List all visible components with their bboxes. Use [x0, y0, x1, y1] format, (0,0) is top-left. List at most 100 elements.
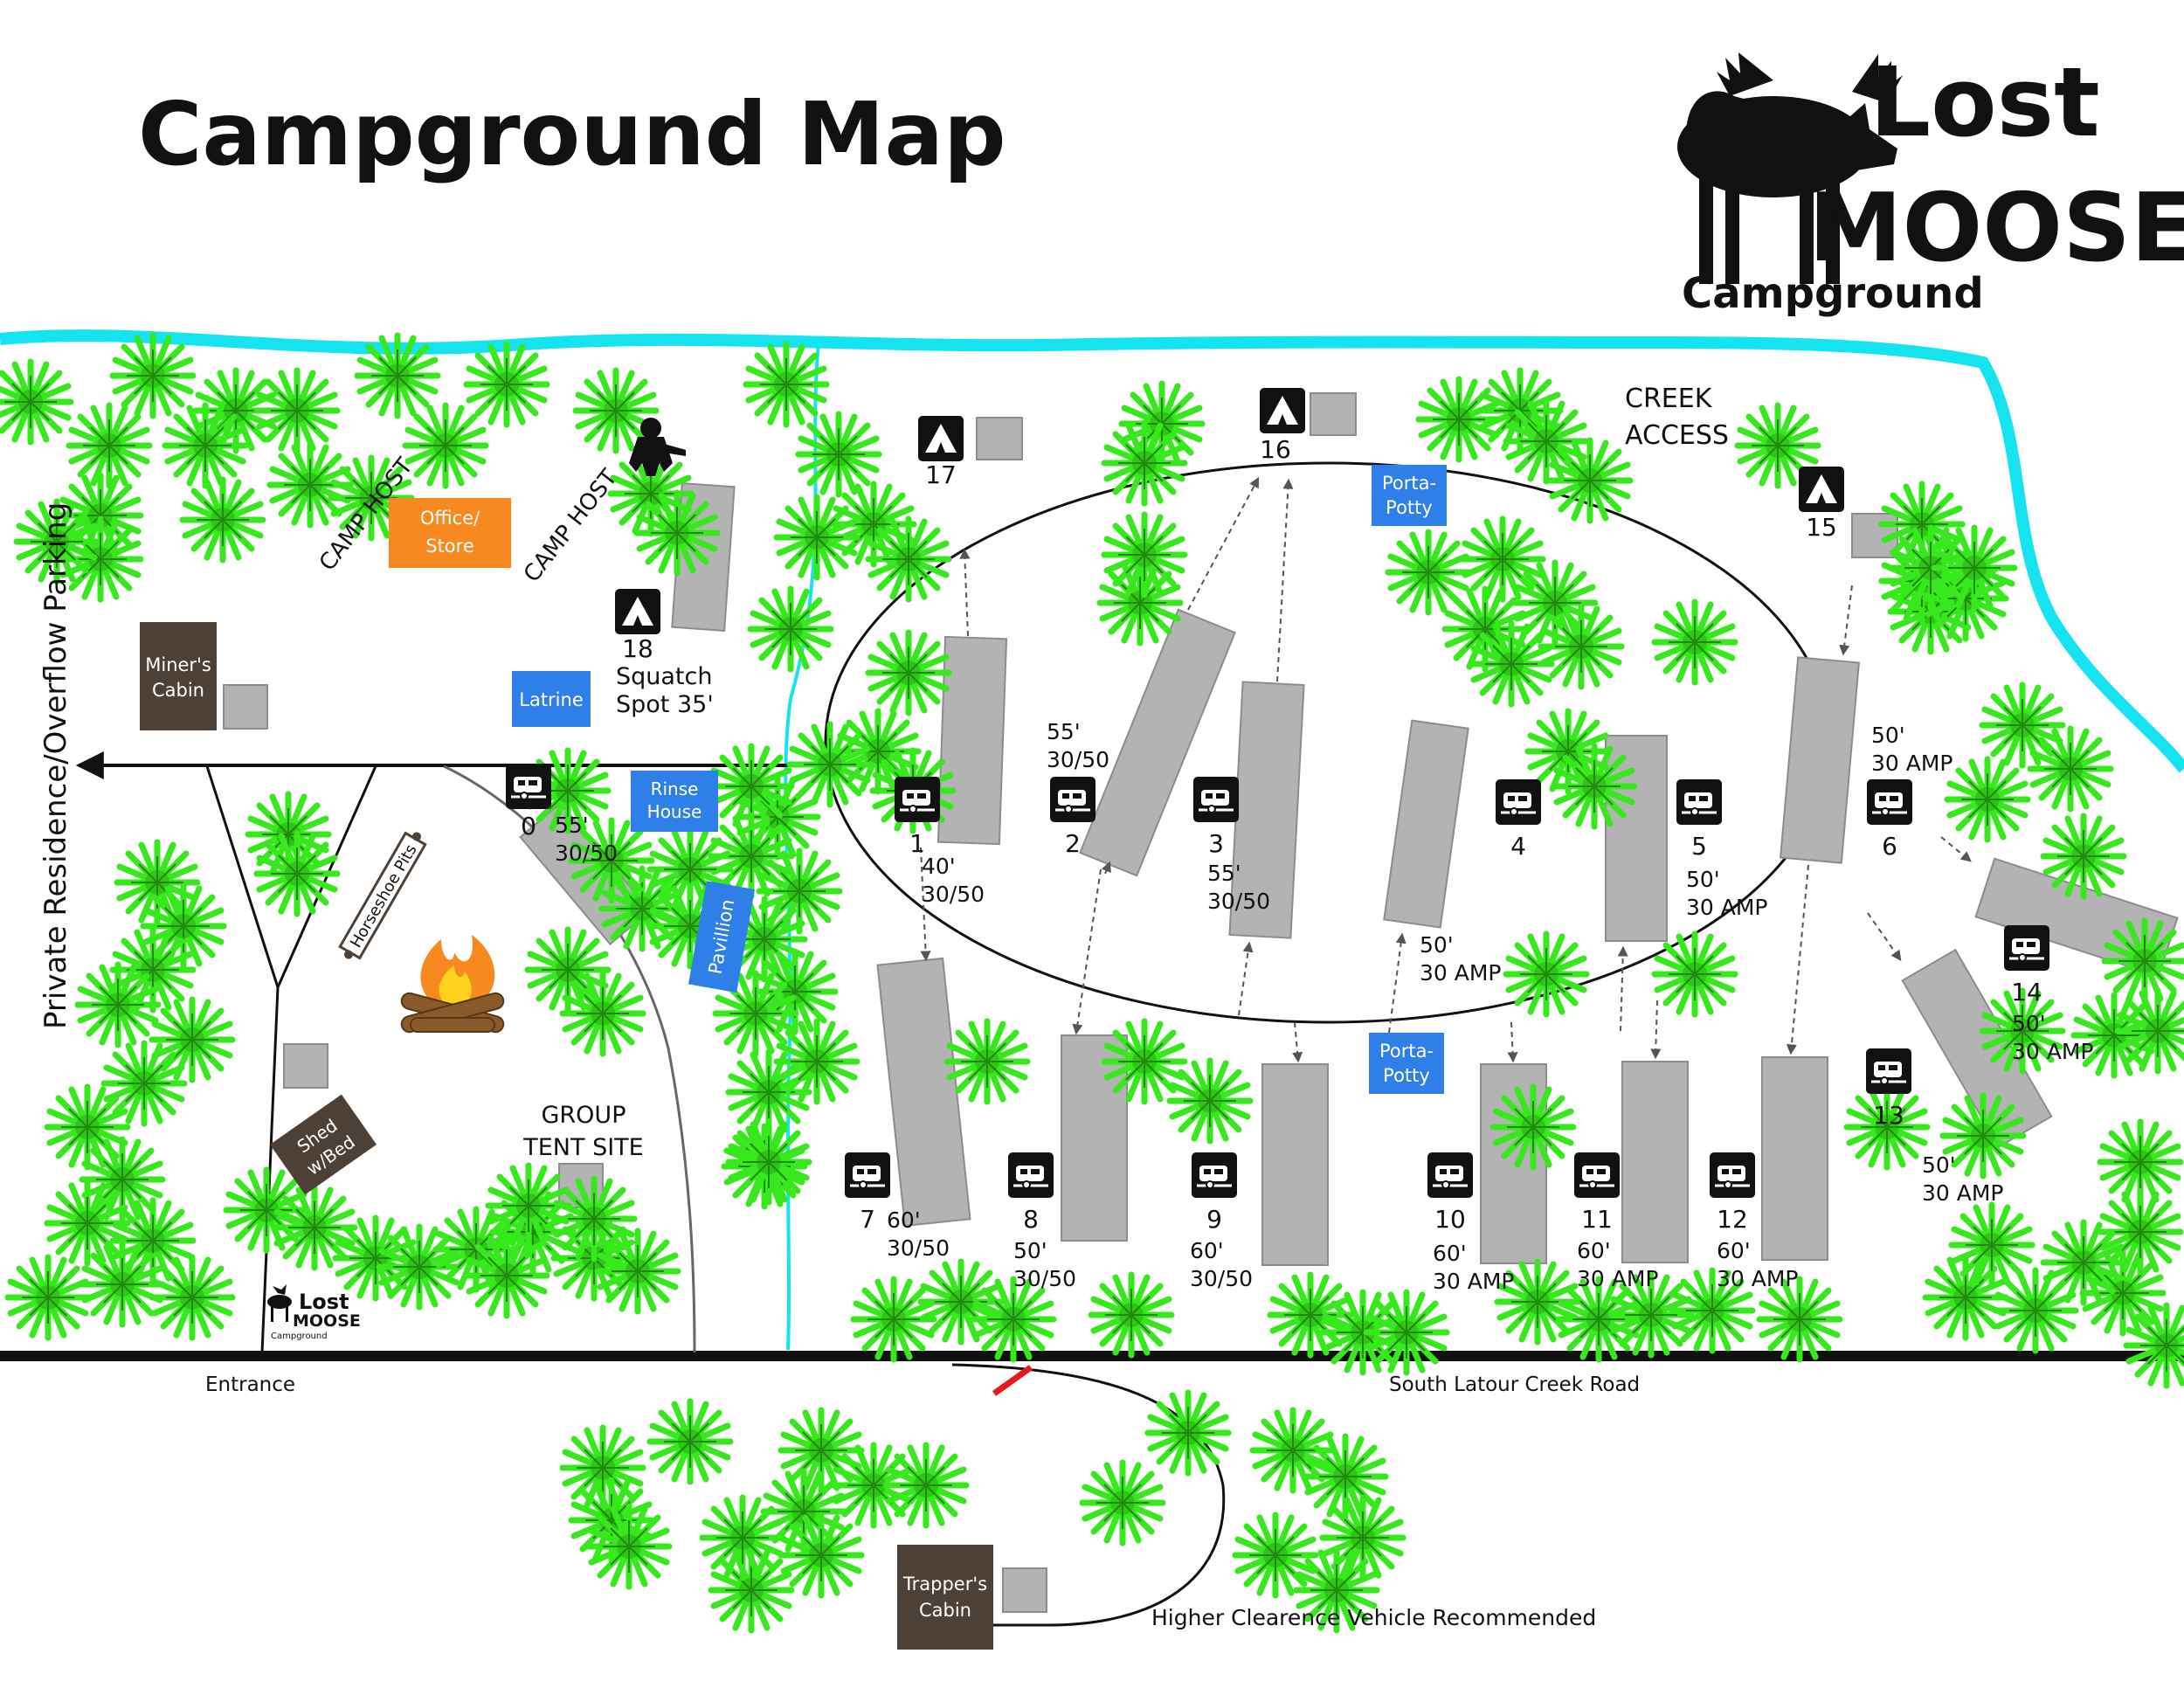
tree-51 [1947, 759, 2028, 840]
tree-36 [729, 1122, 809, 1202]
site-number-17: 17 [925, 460, 957, 489]
tree-148 [1104, 1021, 1185, 1102]
tree-17 [798, 414, 879, 495]
porta-bottom-line1: Porta- [1379, 1041, 1434, 1062]
pad-8 [1061, 1034, 1128, 1242]
rv-site-icon[interactable] [1675, 778, 1724, 827]
site-number-11: 11 [1581, 1205, 1613, 1234]
horseshoe-label: Horseshoe Pits [347, 841, 421, 951]
tent-site-icon[interactable] [918, 416, 964, 461]
miners-cabin: Miner's Cabin [140, 622, 217, 730]
rv-site-icon[interactable] [1192, 775, 1241, 824]
latrine-label: Latrine [519, 689, 584, 710]
tree-86 [2043, 816, 2124, 896]
rv-site-icon[interactable] [504, 762, 553, 811]
tree-55 [1554, 746, 1635, 827]
trappers-line2: Cabin [919, 1600, 971, 1621]
tree-123 [554, 1179, 634, 1259]
pad-11 [1621, 1061, 1689, 1263]
tree-142 [589, 1506, 669, 1587]
site-number-16: 16 [1260, 435, 1291, 464]
tree-11 [183, 480, 263, 560]
horseshoe-pits: Horseshoe Pits [338, 831, 427, 960]
office-line1: Office/ [420, 508, 480, 529]
tree-87 [2105, 921, 2184, 1001]
site-number-1: 1 [909, 829, 925, 858]
site-number-10: 10 [1434, 1205, 1466, 1234]
rv-site-icon[interactable] [1006, 1151, 1055, 1200]
rv-site-icon[interactable] [1864, 1047, 1913, 1096]
small-logo-line3: Campground [271, 1332, 328, 1341]
porta-top-line1: Porta- [1382, 473, 1436, 494]
rv-site-icon[interactable] [1572, 1151, 1621, 1200]
tent-site-icon[interactable] [1799, 467, 1844, 512]
rv-site-icon[interactable] [1494, 778, 1543, 827]
road-label: South Latour Creek Road [1389, 1373, 1640, 1396]
tree-79 [2100, 1122, 2181, 1202]
site-power-9: 30/50 [1190, 1266, 1253, 1291]
porta-potty-bottom: Porta- Potty [1369, 1033, 1444, 1094]
pad-6 [1780, 656, 1860, 864]
small-logo: Lost MOOSE Campground [267, 1284, 361, 1341]
site-number-0: 0 [521, 812, 536, 841]
site-size-4: 50' [1420, 932, 1454, 958]
rinse-line1: Rinse [651, 778, 699, 799]
tree-130 [886, 1445, 966, 1525]
tree-118 [711, 746, 791, 827]
road-gate [992, 1365, 1033, 1396]
tree-147 [1934, 528, 2015, 608]
rv-site-icon[interactable] [1708, 1151, 1757, 1200]
rv-site-icon[interactable] [1048, 775, 1097, 824]
pad-1 [936, 635, 1008, 846]
rv-site-icon[interactable] [2002, 924, 2051, 972]
tent-site-icon[interactable] [615, 589, 660, 634]
tree-22 [868, 633, 949, 713]
site-power-2: 30/50 [1047, 747, 1109, 772]
tree-58 [1493, 1087, 1573, 1167]
site-size-7: 60' [887, 1207, 921, 1233]
tree-59 [1170, 1061, 1250, 1141]
site-power-4: 30 AMP [1420, 960, 1502, 986]
rv-site-icon[interactable] [1190, 1151, 1239, 1200]
site-number-14: 14 [2011, 978, 2042, 1007]
office-line2: Store [425, 536, 474, 557]
site-power-5: 30 AMP [1686, 895, 1768, 920]
tree-135 [1082, 1463, 1163, 1543]
site-size-0: 55' [555, 813, 589, 838]
tree-97 [47, 1087, 128, 1167]
tree-134 [702, 1498, 783, 1578]
site-18-size: Spot 35' [616, 691, 714, 718]
site-size-9: 60' [1190, 1238, 1224, 1263]
rv-site-icon[interactable] [1865, 778, 1914, 827]
site-number-12: 12 [1717, 1205, 1748, 1234]
tree-57 [1506, 934, 1586, 1014]
tree-3 [69, 405, 149, 486]
rv-site-icon[interactable] [1426, 1151, 1475, 1200]
rv-site-icon[interactable] [893, 775, 942, 824]
pad-5 [1605, 735, 1668, 942]
miners-line2: Cabin [152, 680, 204, 701]
tree-46 [1471, 624, 1552, 704]
site-number-6: 6 [1882, 832, 1897, 861]
site-size-2: 55' [1047, 719, 1081, 744]
pad-4 [1383, 719, 1469, 929]
tree-76 [2126, 1305, 2184, 1386]
site-number-2: 2 [1065, 829, 1081, 858]
site-number-4: 4 [1510, 832, 1526, 861]
site-number-5: 5 [1691, 832, 1707, 861]
tree-84 [1982, 685, 2063, 765]
site-number-13: 13 [1873, 1101, 1904, 1130]
office-store: Office/ Store [389, 498, 511, 568]
tree-62 [854, 1279, 934, 1359]
tent-site-icon[interactable] [1260, 388, 1305, 433]
site-power-0: 30/50 [555, 841, 618, 866]
tree-85 [2030, 729, 2111, 809]
site-power-13: 30 AMP [1922, 1180, 2004, 1206]
pad-10 [1480, 1063, 1547, 1264]
site-power-11: 30 AMP [1577, 1266, 1659, 1291]
site-number-3: 3 [1208, 829, 1224, 858]
site-number-18: 18 [622, 634, 653, 663]
rv-site-icon[interactable] [843, 1151, 892, 1200]
tree-8 [405, 405, 486, 486]
tree-132 [781, 1515, 861, 1595]
